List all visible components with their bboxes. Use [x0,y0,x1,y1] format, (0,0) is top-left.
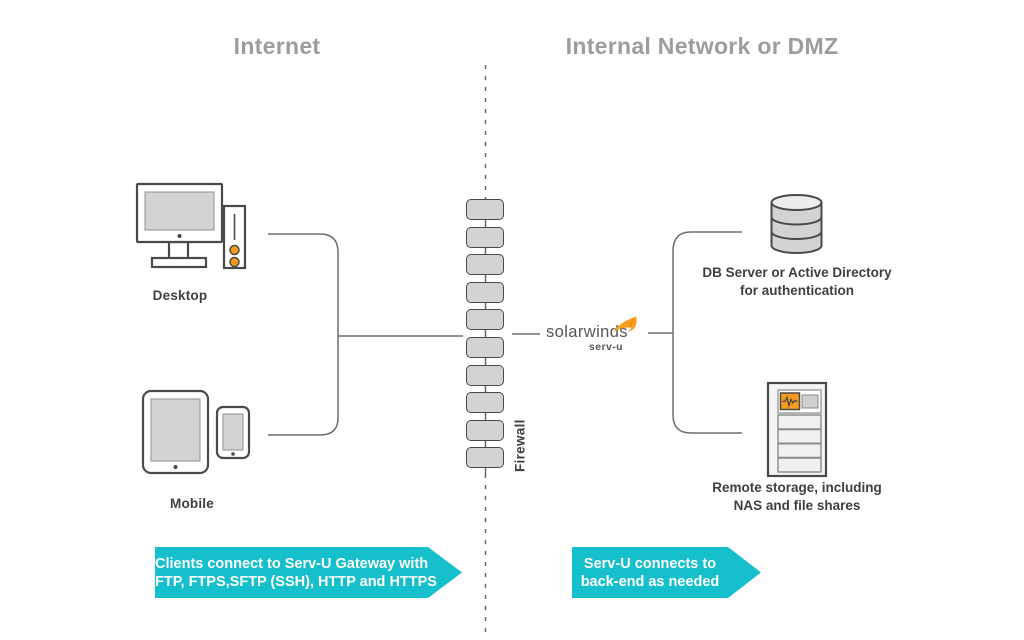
servu-connects-banner-line1: Serv-U connects to [583,555,717,572]
internet-zone-heading: Internet [233,33,321,59]
database-server-icon [770,194,823,254]
firewall-brick [466,199,504,220]
firewall-brick [466,226,504,248]
firewall-brick [466,309,504,331]
firewall-label: Firewall [512,419,528,472]
db-server-caption-line2: for authentication [740,283,854,298]
db-server-caption: DB Server or Active Directory for authen… [702,264,891,300]
firewall-brick [466,281,504,303]
clients-connect-banner: Clients connect to Serv-U Gateway with F… [155,547,462,598]
clients-connect-banner-line1: Clients connect to Serv-U Gateway with [155,555,429,572]
firewall-brick [466,392,504,414]
desktop-label: Desktop [152,288,208,303]
firewall-brick [466,364,504,386]
client-brace-connector [268,233,339,436]
solarwinds-swoosh-icon [613,316,637,332]
storage-caption: Remote storage, including NAS and file s… [712,479,882,515]
servu-connects-banner-line2: back-end as needed [580,573,720,590]
internal-network-heading: Internal Network or DMZ [565,33,839,59]
firewall-brick [466,419,504,441]
db-server-caption-line1: DB Server or Active Directory [702,265,892,280]
serv-u-wordmark: serv-u [589,341,623,353]
solarwinds-wordmark: solarwinds [546,323,628,341]
clients-connect-banner-line2: FTP, FTPS,SFTP (SSH), HTTP and HTTPS [155,573,437,590]
firewall-brick [466,254,504,276]
mobile-label: Mobile [170,496,214,511]
desktop-computer-icon [135,182,247,270]
mobile-devices-icon [141,389,251,475]
servu-connects-banner: Serv-U connects to back-end as needed [572,547,761,598]
firewall-brick-stack [466,199,504,475]
firewall-brick [466,447,504,469]
backend-brace-connector [672,231,742,434]
storage-caption-line1: Remote storage, including [712,480,882,495]
storage-server-icon [766,381,828,478]
storage-caption-line2: NAS and file shares [733,498,861,513]
firewall-brick [466,336,504,358]
